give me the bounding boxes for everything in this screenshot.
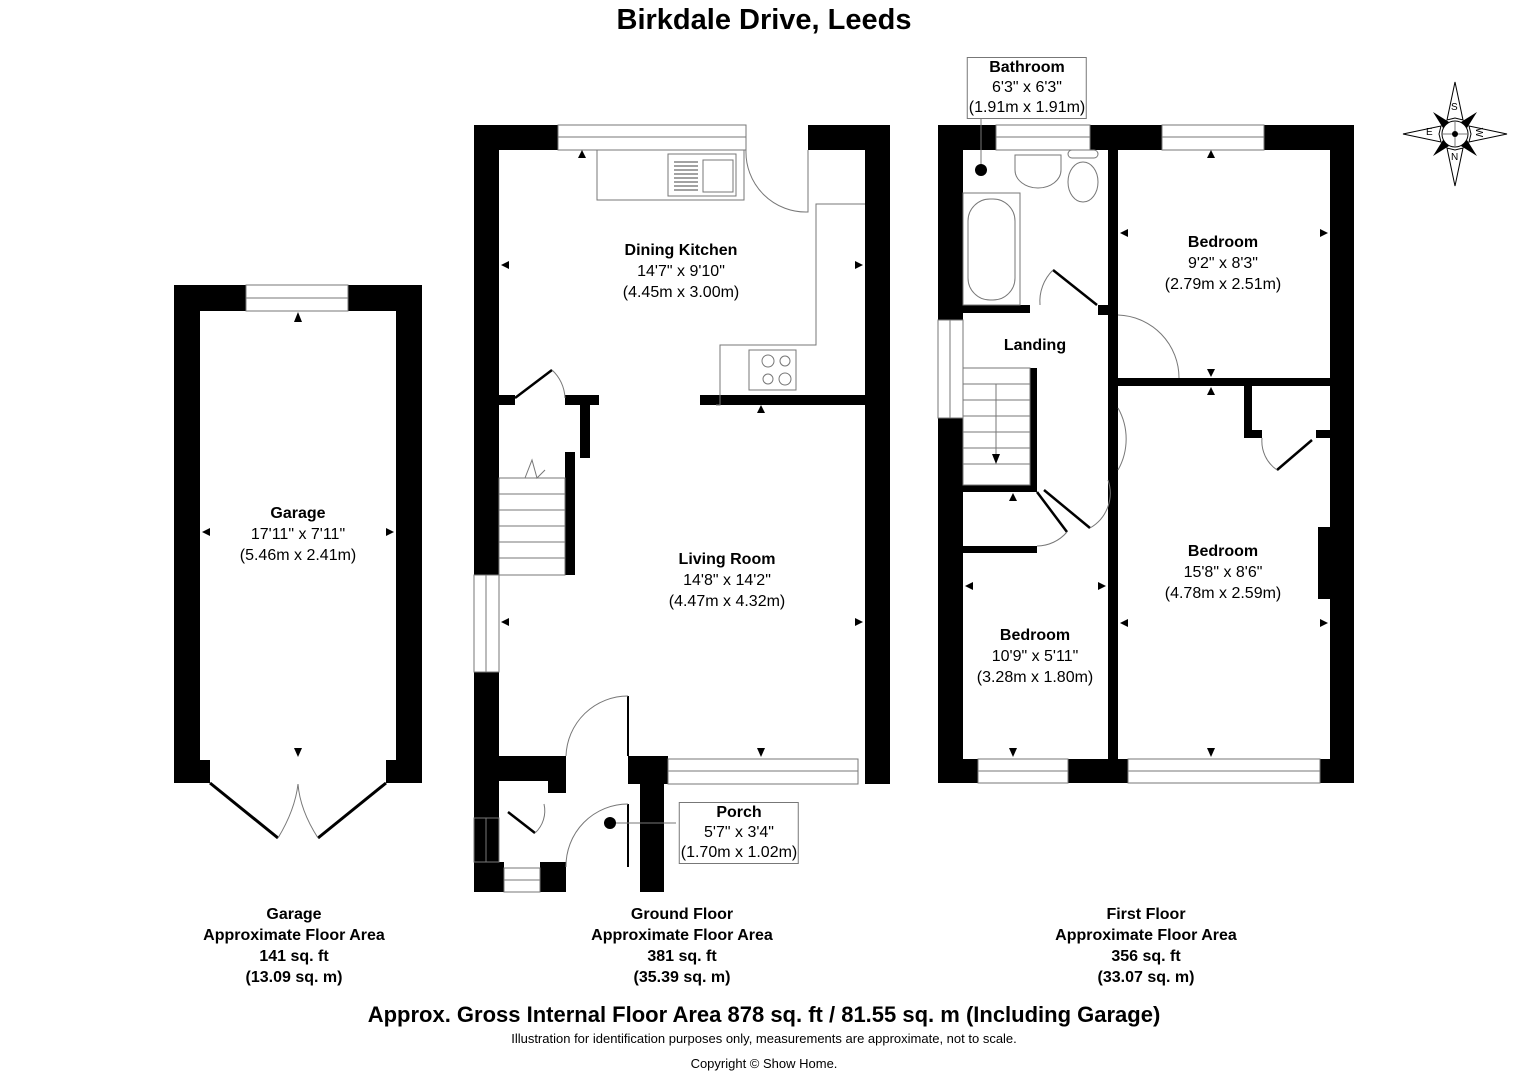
room-name: Landing — [1003, 337, 1067, 354]
floor-name: First Floor — [1106, 906, 1186, 923]
room-name: Garage — [270, 505, 326, 522]
room-name: Living Room — [678, 551, 776, 568]
floor-area-sqm: (33.07 sq. m) — [1097, 969, 1195, 986]
compass-label-south: S — [1451, 102, 1458, 113]
room-label-landing: Landing — [1004, 335, 1066, 356]
room-name: Porch — [716, 804, 762, 821]
plan-title: Birkdale Drive, Leeds — [616, 4, 912, 36]
room-label-bedroom-2: Bedroom 15'8" x 8'6" (4.78m x 2.59m) — [1165, 541, 1281, 604]
floor-area-first: First Floor Approximate Floor Area 356 s… — [1055, 904, 1237, 988]
room-label-dining-kitchen: Dining Kitchen 14'7" x 9'10" (4.45m x 3.… — [623, 240, 739, 303]
room-name: Bedroom — [999, 627, 1071, 644]
copyright: Copyright © Show Home. — [690, 1056, 838, 1071]
floor-area-label: Approximate Floor Area — [203, 927, 385, 944]
room-imperial: 10'9" x 5'11" — [991, 648, 1079, 665]
room-name: Bedroom — [1187, 234, 1259, 251]
room-metric: (3.28m x 1.80m) — [976, 669, 1094, 686]
room-name: Bedroom — [1187, 543, 1259, 560]
room-label-porch: Porch 5'7" x 3'4" (1.70m x 1.02m) — [678, 802, 800, 864]
room-label-bathroom: Bathroom 6'3" x 6'3" (1.91m x 1.91m) — [966, 57, 1088, 119]
floor-area-sqm: (35.39 sq. m) — [633, 969, 731, 986]
room-imperial: 17'11" x 7'11" — [250, 526, 346, 543]
room-metric: (4.47m x 4.32m) — [668, 593, 786, 610]
floor-area-sqft: 381 sq. ft — [647, 948, 717, 965]
room-label-living-room: Living Room 14'8" x 14'2" (4.47m x 4.32m… — [669, 549, 785, 612]
room-metric: (4.78m x 2.59m) — [1164, 585, 1282, 602]
room-metric: (2.79m x 2.51m) — [1164, 276, 1282, 293]
floor-area-garage: Garage Approximate Floor Area 141 sq. ft… — [203, 904, 385, 988]
garage-plan — [174, 284, 422, 840]
room-imperial: 6'3" x 6'3" — [992, 79, 1062, 96]
room-imperial: 14'8" x 14'2" — [683, 572, 771, 589]
room-metric: (1.91m x 1.91m) — [968, 99, 1086, 116]
room-name: Dining Kitchen — [624, 242, 738, 259]
floor-area-sqft: 356 sq. ft — [1111, 948, 1181, 965]
room-label-bedroom-1: Bedroom 9'2" x 8'3" (2.79m x 2.51m) — [1165, 232, 1281, 295]
room-label-bedroom-3: Bedroom 10'9" x 5'11" (3.28m x 1.80m) — [977, 625, 1093, 688]
floor-area-label: Approximate Floor Area — [591, 927, 773, 944]
compass-rose-icon — [1402, 81, 1508, 187]
floor-area-sqm: (13.09 sq. m) — [245, 969, 343, 986]
window — [245, 284, 349, 312]
room-imperial: 5'7" x 3'4" — [704, 824, 774, 841]
compass-label-north: N — [1451, 152, 1459, 163]
room-imperial: 14'7" x 9'10" — [637, 263, 725, 280]
ground-floor-plan — [473, 124, 890, 893]
room-name: Bathroom — [989, 59, 1065, 76]
floor-name: Garage — [266, 906, 322, 923]
room-imperial: 9'2" x 8'3" — [1188, 255, 1258, 272]
room-metric: (5.46m x 2.41m) — [239, 547, 357, 564]
floor-area-ground: Ground Floor Approximate Floor Area 381 … — [591, 904, 773, 988]
floor-name: Ground Floor — [630, 906, 734, 923]
first-floor-plan — [937, 118, 1354, 784]
room-imperial: 15'8" x 8'6" — [1183, 564, 1263, 581]
floor-area-label: Approximate Floor Area — [1055, 927, 1237, 944]
room-metric: (1.70m x 1.02m) — [680, 844, 798, 861]
room-metric: (4.45m x 3.00m) — [622, 284, 740, 301]
disclaimer: Illustration for identification purposes… — [511, 1031, 1017, 1046]
compass-label-east: E — [1426, 127, 1433, 138]
compass-label-west: W — [1473, 127, 1485, 138]
floor-area-sqft: 141 sq. ft — [259, 948, 329, 965]
room-label-garage: Garage 17'11" x 7'11" (5.46m x 2.41m) — [240, 503, 356, 566]
gross-floor-area: Approx. Gross Internal Floor Area 878 sq… — [367, 1002, 1161, 1027]
